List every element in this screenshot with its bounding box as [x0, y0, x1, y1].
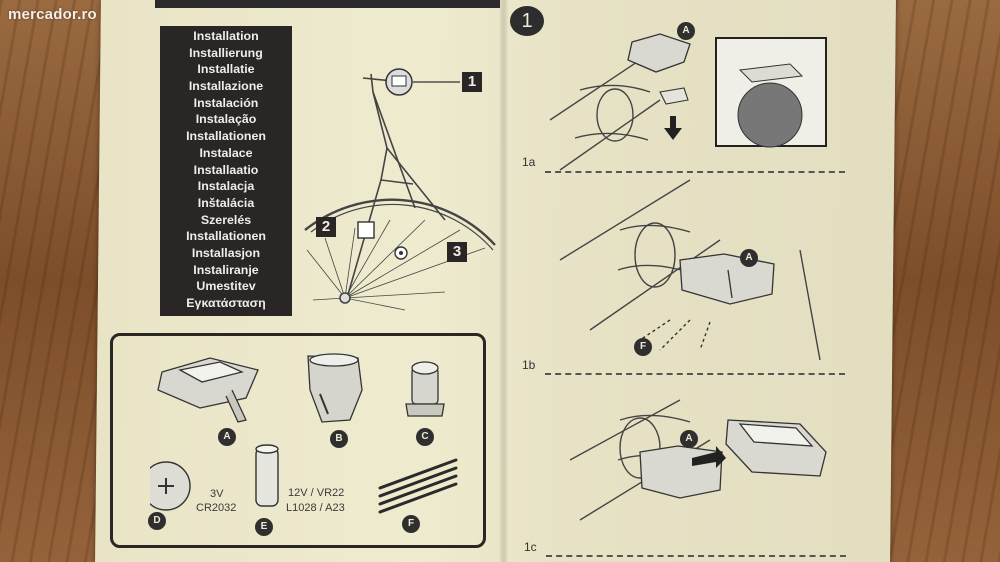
- cable-ties-icon: [378, 458, 458, 514]
- substep-label-1c: 1c: [524, 540, 537, 554]
- language-title: Installation: [193, 29, 259, 43]
- language-title: Installierung: [189, 45, 263, 60]
- mounting-steps-diagram: [549, 33, 827, 521]
- language-title: Installasjon: [191, 245, 261, 260]
- part-label-c: C: [416, 428, 434, 446]
- computer-unit-icon: [725, 419, 827, 477]
- spoke-magnet-icon: [394, 246, 408, 260]
- part-label-a: A: [218, 428, 236, 446]
- language-title: Installatie: [197, 62, 255, 77]
- zip-tie-icon: [639, 319, 711, 351]
- language-title: Inštalácia: [197, 195, 255, 210]
- callout-2: 2: [316, 217, 336, 237]
- language-title: Instalação: [195, 112, 257, 127]
- pad-icon: [659, 87, 689, 105]
- divider-1a: [545, 171, 845, 173]
- slide-arrow-icon: [692, 446, 726, 468]
- language-title: Εγκατάσταση: [186, 296, 266, 310]
- substep-label-1b: 1b: [522, 358, 536, 372]
- language-title: Instaliranje: [193, 262, 259, 277]
- language-title: Installazione: [188, 79, 264, 94]
- language-title: Instalace: [199, 145, 253, 160]
- speed-sensor-icon: [307, 353, 363, 423]
- diagram-label-a-1: A: [677, 22, 695, 40]
- divider-1c: [546, 555, 846, 557]
- down-arrow-icon: [664, 116, 682, 140]
- substep-label-1a: 1a: [522, 155, 536, 169]
- spoke-magnet-part-icon: [405, 361, 445, 417]
- language-title: Umestitev: [196, 279, 256, 294]
- language-title: Installationen: [186, 129, 266, 144]
- cell-spec-line-2: L1028 / A23: [286, 502, 345, 514]
- diagram-label-a-3: A: [680, 430, 698, 448]
- parts-drawings: [150, 353, 458, 514]
- handlebar-mount-icon: [157, 357, 259, 423]
- language-title: Szerelés: [200, 212, 252, 227]
- sheet-fold: [500, 0, 508, 562]
- part-label-e: E: [255, 518, 273, 536]
- sheet-top-bar: [155, 0, 500, 8]
- coin-battery-icon: [150, 461, 191, 511]
- cylinder-battery-icon: [255, 444, 279, 507]
- installation-language-list: Installation Installierung Installatie I…: [160, 26, 292, 316]
- zoom-inset-icon: [715, 37, 827, 148]
- diagram-label-f: F: [634, 338, 652, 356]
- parts-list-box: [110, 333, 486, 548]
- language-title: Installaatio: [193, 162, 259, 177]
- computer-on-handlebar-icon: [385, 68, 413, 96]
- bicycle-diagram: [304, 68, 496, 311]
- language-title: Instalacja: [197, 179, 255, 194]
- diagram-label-a-2: A: [740, 249, 758, 267]
- battery-model: CR2032: [196, 502, 237, 514]
- language-title: Installationen: [186, 229, 266, 244]
- battery-voltage: 3V: [210, 488, 224, 500]
- callout-3: 3: [447, 242, 467, 262]
- part-label-d: D: [148, 512, 166, 530]
- divider-1b: [545, 373, 845, 375]
- step-number: 1: [510, 6, 544, 36]
- part-label-b: B: [330, 430, 348, 448]
- cell-spec-line-1: 12V / VR22: [288, 487, 345, 499]
- watermark: mercador.ro: [8, 6, 97, 23]
- language-title: Instalación: [193, 95, 259, 110]
- callout-1: 1: [462, 72, 482, 92]
- fork-sensor-icon: [357, 221, 375, 239]
- part-label-f: F: [402, 515, 420, 533]
